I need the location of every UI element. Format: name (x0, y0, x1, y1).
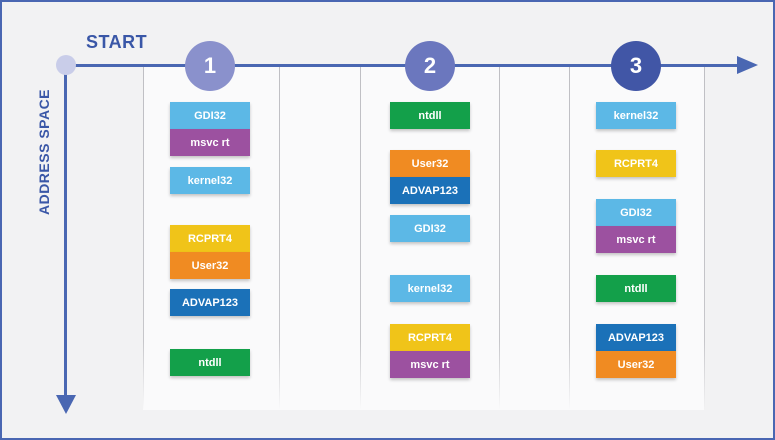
timeline-point-3-number: 3 (629, 53, 643, 78)
lane-divider-line (569, 65, 570, 410)
module-block-kernel32: kernel32 (170, 167, 250, 194)
module-block-msvc-rt: msvc rt (390, 351, 470, 378)
module-block-kernel32: kernel32 (390, 275, 470, 302)
timeline-point-1-number: 1 (203, 53, 217, 78)
timeline-point-1: 1 (185, 41, 235, 91)
module-block-rcprt4: RCPRT4 (170, 225, 250, 252)
timeline-point-2: 2 (405, 41, 455, 91)
module-block-msvc-rt: msvc rt (596, 226, 676, 253)
lane-divider-line (499, 65, 500, 410)
module-block-msvc-rt: msvc rt (170, 129, 250, 156)
module-block-user32: User32 (390, 150, 470, 177)
lane-divider-line (279, 65, 280, 410)
x-axis-line (66, 64, 739, 67)
module-block-advap123: ADVAP123 (390, 177, 470, 204)
module-block-gdi32: GDI32 (596, 199, 676, 226)
module-block-user32: User32 (596, 351, 676, 378)
lane-divider-line (360, 65, 361, 410)
module-block-ntdll: ntdll (170, 349, 250, 376)
lane-divider-line (143, 65, 144, 410)
down-arrowhead-icon (56, 395, 76, 414)
right-arrowhead-icon (737, 56, 758, 74)
module-block-ntdll: ntdll (390, 102, 470, 129)
module-block-rcprt4: RCPRT4 (390, 324, 470, 351)
module-block-advap123: ADVAP123 (170, 289, 250, 316)
module-block-gdi32: GDI32 (390, 215, 470, 242)
module-block-gdi32: GDI32 (170, 102, 250, 129)
timeline-point-2-number: 2 (423, 53, 437, 78)
axis-origin-dot (56, 55, 76, 75)
y-axis-line (64, 65, 67, 395)
lane-divider-line (704, 65, 705, 410)
module-block-rcprt4: RCPRT4 (596, 150, 676, 177)
module-block-ntdll: ntdll (596, 275, 676, 302)
timeline-point-3: 3 (611, 41, 661, 91)
module-block-kernel32: kernel32 (596, 102, 676, 129)
module-block-advap123: ADVAP123 (596, 324, 676, 351)
module-block-user32: User32 (170, 252, 250, 279)
y-axis-label: ADDRESS SPACE (36, 88, 52, 216)
x-axis-label: START (86, 32, 148, 52)
